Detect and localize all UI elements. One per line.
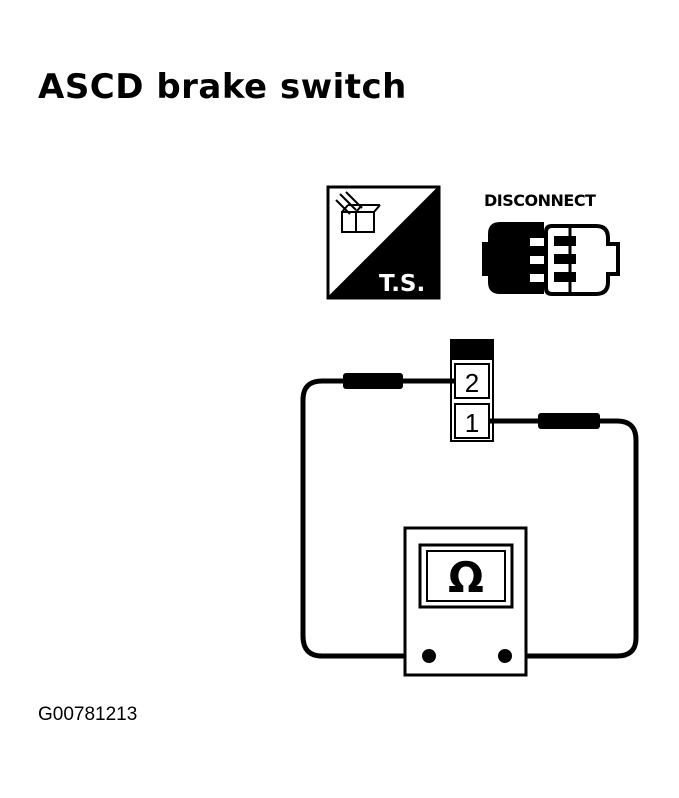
- connector-disconnect-icon: DISCONNECT: [482, 191, 620, 296]
- meter-probe-jack-left: [422, 649, 436, 663]
- page-title: ASCD brake switch: [38, 67, 407, 107]
- terminal-1-label: 1: [465, 408, 479, 438]
- meter-probe-jack-right: [498, 649, 512, 663]
- test-lead-terminal-1: [489, 413, 639, 659]
- test-stand-icon: T.S.: [326, 185, 441, 300]
- ohm-icon: Ω: [448, 553, 484, 602]
- connector-box-icon: [335, 191, 381, 233]
- disconnect-label: DISCONNECT: [484, 191, 596, 210]
- figure-id: G00781213: [38, 704, 138, 725]
- test-lead-terminal-2: [300, 373, 455, 659]
- test-stand-label: T.S.: [379, 271, 425, 297]
- harness-connector: 2 1: [450, 339, 494, 442]
- ohmmeter: Ω: [403, 526, 528, 677]
- terminal-2-label: 2: [465, 368, 479, 398]
